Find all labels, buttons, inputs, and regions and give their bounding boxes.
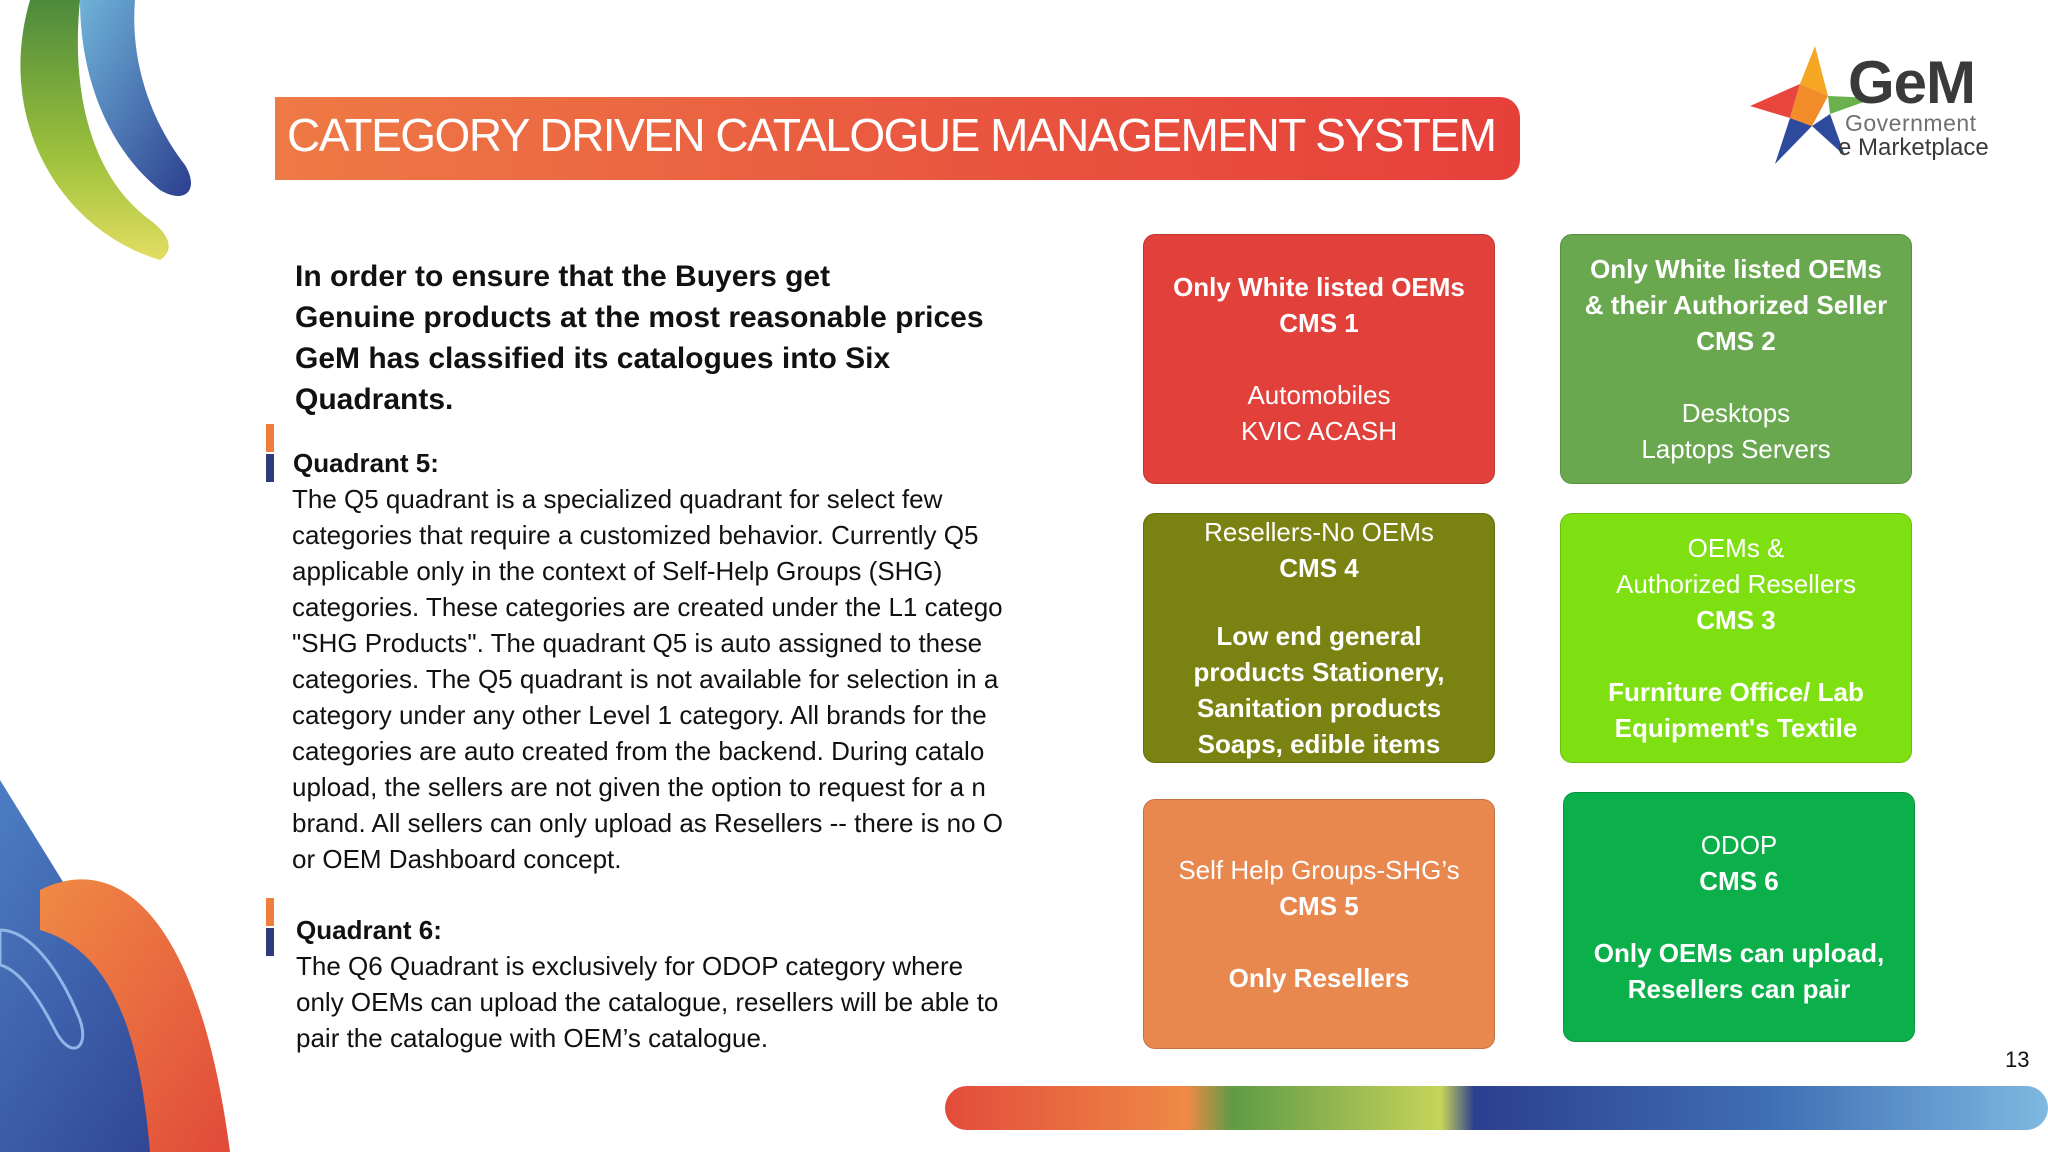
- quadrant5-marker-navy: [266, 454, 274, 482]
- bottom-left-decoration: [0, 780, 230, 1152]
- quadrant6-heading: Quadrant 6:: [296, 915, 442, 945]
- quadrant5-heading: Quadrant 5:: [293, 448, 439, 478]
- quadrant6-body: The Q6 Quadrant is exclusively for ODOP …: [296, 948, 1025, 1056]
- quadrant5-line: applicable only in the context of Self-H…: [292, 556, 943, 586]
- cms1-item: KVIC ACASH: [1240, 416, 1398, 446]
- cms4-item: products Stationery,: [1193, 657, 1445, 687]
- cms1-box: Only White listed OEMs CMS 1 Automobiles…: [1143, 234, 1495, 484]
- cms3-code: CMS 3: [1696, 605, 1776, 635]
- cms2-title: Only White listed OEMs: [1590, 254, 1882, 284]
- cms3-box: OEMs & Authorized Resellers CMS 3 Furnit…: [1560, 513, 1912, 763]
- cms2-item: Laptops Servers: [1641, 434, 1831, 464]
- logo-line-government: Government: [1845, 110, 1977, 136]
- cms4-item: Sanitation products: [1196, 693, 1442, 723]
- quadrant5-line: brand. All sellers can only upload as Re…: [292, 808, 1004, 838]
- quadrant6-marker-navy: [266, 928, 274, 956]
- bottom-color-band: [945, 1086, 2048, 1130]
- cms3-title: OEMs &: [1687, 533, 1785, 563]
- slide-title: CATEGORY DRIVEN CATALOGUE MANAGEMENT SYS…: [287, 109, 1497, 161]
- cms1-item: Automobiles: [1247, 380, 1391, 410]
- intro-line: GeM has classified its catalogues into S…: [295, 342, 891, 375]
- cms6-item: Resellers can pair: [1627, 974, 1851, 1004]
- quadrant5-line: categories that require a customized beh…: [292, 520, 979, 550]
- quadrant5-marker-orange: [266, 424, 274, 452]
- title-bar: [275, 97, 1520, 180]
- quadrant6-line: only OEMs can upload the catalogue, rese…: [296, 987, 999, 1017]
- logo-line-e-marketplace: e Marketplace: [1838, 134, 1989, 161]
- cms4-item: Soaps, edible items: [1197, 729, 1441, 759]
- cms5-code: CMS 5: [1279, 891, 1359, 921]
- cms4-title: Resellers-No OEMs: [1204, 517, 1434, 547]
- cms2-code: CMS 2: [1696, 326, 1776, 356]
- quadrant5-line: or OEM Dashboard concept.: [292, 844, 622, 874]
- quadrant5-body: The Q5 quadrant is a specialized quadran…: [292, 481, 1025, 877]
- cms5-item: Only Resellers: [1228, 963, 1410, 993]
- cms1-title: Only White listed OEMs: [1173, 272, 1465, 302]
- logo-name: GeM: [1848, 49, 1976, 116]
- quadrant5-line: The Q5 quadrant is a specialized quadran…: [292, 484, 943, 514]
- gem-logo: [1750, 46, 1875, 164]
- cms6-title: ODOP: [1700, 830, 1778, 860]
- quadrant5-line: categories. The Q5 quadrant is not avail…: [292, 664, 999, 694]
- cms3-title-line2: Authorized Resellers: [1616, 569, 1856, 599]
- quadrant6-line: The Q6 Quadrant is exclusively for ODOP …: [296, 951, 964, 981]
- quadrant6-marker-orange: [266, 898, 274, 926]
- cms3-item: Furniture Office/ Lab: [1608, 677, 1864, 707]
- page-number: 13: [2005, 1047, 2030, 1072]
- cms4-item: Low end general: [1216, 621, 1422, 651]
- cms4-box: Resellers-No OEMs CMS 4 Low end general …: [1143, 513, 1495, 763]
- quadrant5-line: "SHG Products". The quadrant Q5 is auto …: [292, 628, 983, 658]
- intro-text: In order to ensure that the Buyers get G…: [295, 256, 1015, 420]
- cms6-item: Only OEMs can upload,: [1593, 938, 1885, 968]
- cms6-box: ODOP CMS 6 Only OEMs can upload, Reselle…: [1563, 792, 1915, 1042]
- cms3-item: Equipment's Textile: [1614, 713, 1858, 743]
- cms2-box: Only White listed OEMs & their Authorize…: [1560, 234, 1912, 484]
- cms5-box: Self Help Groups-SHG’s CMS 5 Only Resell…: [1143, 799, 1495, 1049]
- intro-line: In order to ensure that the Buyers get: [295, 260, 831, 293]
- quadrant6-line: pair the catalogue with OEM’s catalogue.: [296, 1023, 769, 1053]
- quadrant5-line: categories. These categories are created…: [292, 592, 1003, 622]
- cms4-code: CMS 4: [1279, 553, 1359, 583]
- cms6-code: CMS 6: [1699, 866, 1779, 896]
- quadrant5-line: category under any other Level 1 categor…: [292, 700, 987, 730]
- quadrant5-line: categories are auto created from the bac…: [292, 736, 985, 766]
- intro-line: Genuine products at the most reasonable …: [295, 301, 984, 334]
- cms2-title-line2: & their Authorized Seller: [1584, 290, 1888, 320]
- quadrant5-line: upload, the sellers are not given the op…: [292, 772, 986, 802]
- cms5-title: Self Help Groups-SHG’s: [1178, 855, 1460, 885]
- top-left-decoration: [20, 0, 191, 260]
- cms1-code: CMS 1: [1279, 308, 1359, 338]
- cms2-item: Desktops: [1681, 398, 1791, 428]
- intro-line: Quadrants.: [295, 383, 454, 416]
